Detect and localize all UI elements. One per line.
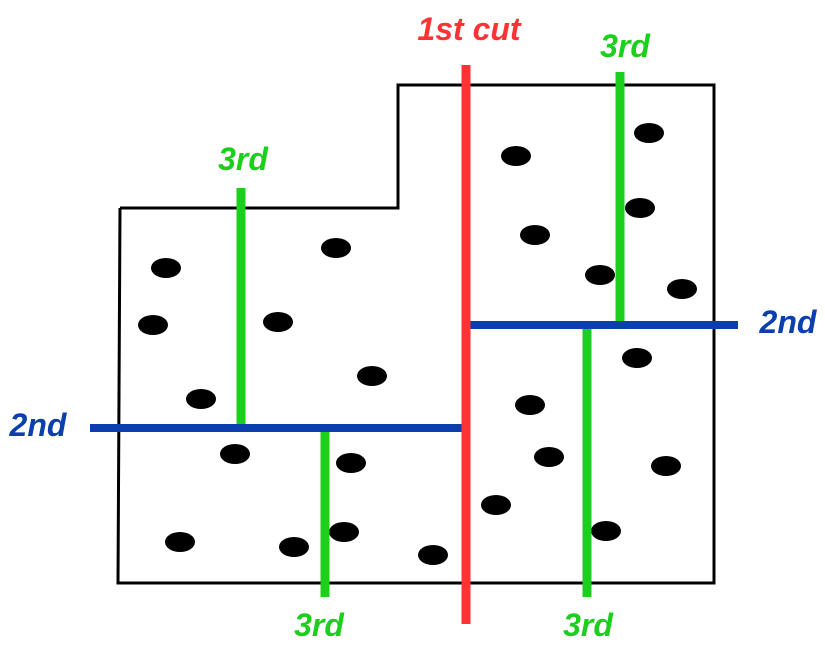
data-point [534,447,564,467]
second-cut-right-label: 2nd [759,304,818,340]
data-point [481,495,511,515]
data-point [667,279,697,299]
data-point [329,522,359,542]
data-point [501,146,531,166]
data-point [151,258,181,278]
data-point [625,198,655,218]
data-point [321,238,351,258]
first-cut-label: 1st cut [417,11,521,47]
data-point [585,265,615,285]
data-point [165,532,195,552]
data-point [263,312,293,332]
third-cut-top-left-label: 3rd [218,141,269,177]
second-cut-left-label: 2nd [9,407,68,443]
data-point [336,453,366,473]
third-cut-top-right-label: 3rd [600,28,651,64]
data-point [138,315,168,335]
data-point [357,366,387,386]
data-point [520,225,550,245]
data-point [634,123,664,143]
third-cut-bottom-right-label: 3rd [563,607,614,643]
data-point [591,521,621,541]
data-point [622,348,652,368]
data-point [418,545,448,565]
data-point [220,444,250,464]
data-point [186,389,216,409]
data-point [651,456,681,476]
third-cut-bottom-left-label: 3rd [294,607,345,643]
region-outline [116,83,716,585]
point-set [138,123,697,565]
data-point [515,395,545,415]
data-point [279,537,309,557]
